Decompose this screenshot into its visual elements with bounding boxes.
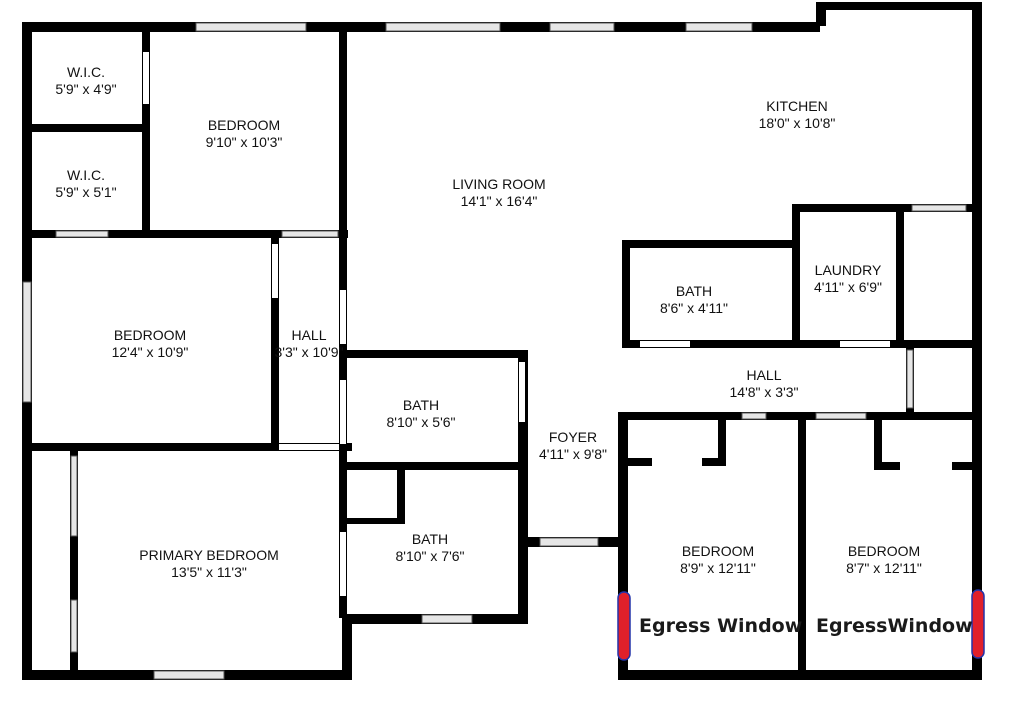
room-label-bath-lower: BATH 8'10" x 7'6" bbox=[396, 531, 465, 565]
room-label-kitchen: KITCHEN 18'0" x 10'8" bbox=[759, 98, 836, 132]
room-label-bedroom-left: BEDROOM 12'4" x 10'9" bbox=[112, 327, 189, 361]
room-dimensions: 5'9" x 5'1" bbox=[55, 184, 117, 200]
room-dimensions: 14'1" x 16'4" bbox=[460, 193, 538, 209]
room-label-bedroom-br2: BEDROOM 8'7" x 12'11" bbox=[846, 543, 922, 577]
room-name: FOYER bbox=[548, 429, 598, 445]
room-name: HALL bbox=[291, 327, 327, 343]
room-label-hall-right: HALL 14'8" x 3'3" bbox=[730, 367, 799, 401]
room-label-hall-left: HALL 3'3" x 10'9" bbox=[275, 327, 344, 361]
room-name: BATH bbox=[411, 531, 449, 547]
room-label-primary-bedroom: PRIMARY BEDROOM 13'5" x 11'3" bbox=[139, 547, 279, 581]
room-name: BATH bbox=[402, 397, 440, 413]
room-label-laundry: LAUNDRY 4'11" x 6'9" bbox=[814, 262, 882, 296]
egress-marker-left bbox=[617, 591, 631, 661]
room-name: BEDROOM bbox=[113, 327, 187, 343]
windows bbox=[22, 22, 967, 680]
room-label-bedroom-top: BEDROOM 9'10" x 10'3" bbox=[206, 117, 283, 151]
room-name: LIVING ROOM bbox=[452, 176, 546, 192]
room-name: BATH bbox=[675, 283, 713, 299]
room-dimensions: 13'5" x 11'3" bbox=[171, 564, 247, 580]
room-dimensions: 18'0" x 10'8" bbox=[758, 115, 836, 131]
room-label-bath-upper: BATH 8'6" x 4'11" bbox=[660, 283, 728, 317]
egress-window-label-1: Egress Window bbox=[639, 615, 803, 637]
room-dimensions: 4'11" x 6'9" bbox=[814, 279, 882, 295]
room-dimensions: 3'3" x 10'9" bbox=[274, 344, 344, 360]
room-name: LAUNDRY bbox=[814, 262, 882, 278]
egress-window-label-2: EgressWindow bbox=[816, 615, 973, 637]
room-label-wic-1: W.I.C. 5'9" x 4'9" bbox=[55, 64, 116, 98]
room-dimensions: 8'10" x 7'6" bbox=[395, 548, 465, 564]
room-name: HALL bbox=[746, 367, 782, 383]
room-label-foyer: FOYER 4'11" x 9'8" bbox=[539, 429, 607, 463]
room-name: W.I.C. bbox=[66, 167, 106, 183]
room-name: KITCHEN bbox=[766, 98, 828, 114]
egress-marker-right bbox=[971, 589, 985, 659]
room-label-bedroom-br1: BEDROOM 8'9" x 12'11" bbox=[680, 543, 756, 577]
room-name: W.I.C. bbox=[66, 64, 106, 80]
room-dimensions: 12'4" x 10'9" bbox=[111, 344, 189, 360]
room-dimensions: 4'11" x 9'8" bbox=[539, 446, 607, 462]
room-dimensions: 8'7" x 12'11" bbox=[846, 560, 922, 576]
room-label-living-room: LIVING ROOM 14'1" x 16'4" bbox=[452, 176, 545, 210]
room-name: BEDROOM bbox=[847, 543, 921, 559]
egress-window-markers bbox=[617, 589, 985, 661]
room-name: PRIMARY BEDROOM bbox=[139, 547, 279, 563]
room-name: BEDROOM bbox=[207, 117, 281, 133]
room-dimensions: 9'10" x 10'3" bbox=[205, 134, 283, 150]
door-openings bbox=[143, 52, 890, 596]
room-dimensions: 8'9" x 12'11" bbox=[680, 560, 756, 576]
room-dimensions: 8'10" x 5'6" bbox=[386, 414, 456, 430]
room-name: BEDROOM bbox=[681, 543, 755, 559]
room-dimensions: 5'9" x 4'9" bbox=[55, 81, 117, 97]
room-label-wic-2: W.I.C. 5'9" x 5'1" bbox=[55, 167, 116, 201]
room-dimensions: 14'8" x 3'3" bbox=[729, 384, 799, 400]
room-dimensions: 8'6" x 4'11" bbox=[660, 300, 728, 316]
room-label-bath-middle: BATH 8'10" x 5'6" bbox=[387, 397, 456, 431]
